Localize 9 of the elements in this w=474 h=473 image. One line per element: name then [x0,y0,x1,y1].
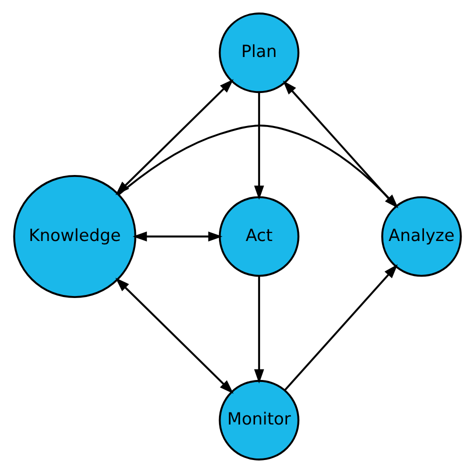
arrow [254,92,264,200]
arrow [254,276,264,384]
arrow [132,232,222,242]
node-circle: Knowledge [12,174,136,298]
node-circle: Analyze [380,196,462,277]
arrow [118,124,398,208]
node-circle: Act [218,196,299,277]
arrow [283,264,398,391]
arrow [114,278,234,394]
